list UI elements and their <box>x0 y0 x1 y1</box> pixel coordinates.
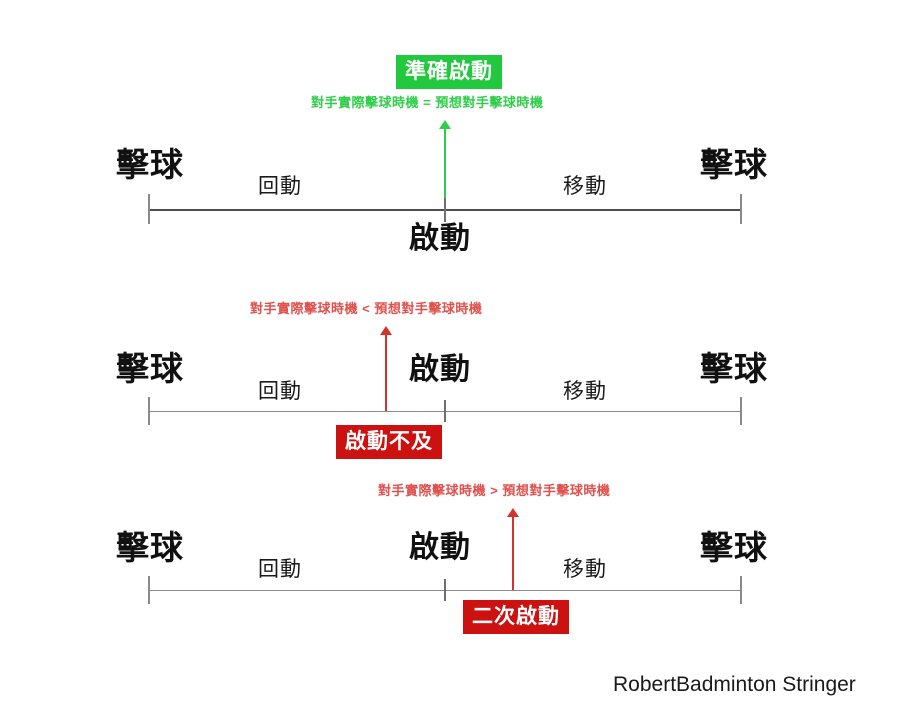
timeline-tick-center-1 <box>444 198 446 222</box>
arrow-shaft <box>385 333 387 411</box>
timeline-tick-start-3 <box>148 576 150 604</box>
section-correct-timing: 準確啟動 對手實際擊球時機 = 預想對手擊球時機 擊球 擊球 回動 移動 啟動 <box>0 0 900 270</box>
footer-credit: RobertBadminton Stringer <box>613 673 856 696</box>
label-start-3: 啟動 <box>409 531 471 564</box>
arrow-head-icon <box>439 120 451 129</box>
formula-second-start: 對手實際擊球時機 > 預想對手擊球時機 <box>378 483 611 498</box>
timeline-tick-center-3 <box>444 579 446 601</box>
formula-late-start: 對手實際擊球時機 < 預想對手擊球時機 <box>250 301 483 316</box>
timeline-tick-end-1 <box>740 194 742 224</box>
timeline-tick-end-2 <box>740 397 742 425</box>
timeline-tick-center-2 <box>444 400 446 422</box>
badge-late-start: 啟動不及 <box>336 425 442 459</box>
label-start-1: 啟動 <box>409 222 471 255</box>
label-phase-right-3: 移動 <box>563 558 607 581</box>
badge-second-start: 二次啟動 <box>463 600 569 634</box>
label-hit-right-3: 擊球 <box>700 529 768 566</box>
label-hit-left-3: 擊球 <box>116 529 184 566</box>
timeline-tick-end-3 <box>740 576 742 604</box>
section-late-start: 對手實際擊球時機 < 預想對手擊球時機 擊球 擊球 啟動 回動 移動 啟動不及 <box>116 301 768 459</box>
label-phase-left-1: 回動 <box>258 175 302 198</box>
arrow-shaft <box>444 127 446 210</box>
formula-correct-timing: 對手實際擊球時機 = 預想對手擊球時機 <box>311 95 544 110</box>
label-start-2: 啟動 <box>409 353 471 386</box>
label-hit-right-2: 擊球 <box>700 350 768 387</box>
arrow-head-icon <box>380 326 392 335</box>
section-second-start: 對手實際擊球時機 > 預想對手擊球時機 擊球 擊球 啟動 回動 移動 二次啟動 <box>116 483 768 634</box>
arrow-head-icon <box>507 508 519 517</box>
label-phase-left-3: 回動 <box>258 558 302 581</box>
badge-correct-timing: 準確啟動 <box>396 55 502 89</box>
label-phase-right-1: 移動 <box>563 175 607 198</box>
arrow-up-second-start <box>507 508 519 591</box>
timeline-tick-start-1 <box>148 194 150 224</box>
label-hit-left-2: 擊球 <box>116 350 184 387</box>
label-phase-left-2: 回動 <box>258 380 302 403</box>
label-hit-right-1: 擊球 <box>700 146 768 183</box>
arrow-shaft <box>512 515 514 591</box>
arrow-up-correct-timing <box>439 120 451 210</box>
arrow-up-late-start <box>380 326 392 411</box>
label-phase-right-2: 移動 <box>563 380 607 403</box>
timeline-tick-start-2 <box>148 397 150 425</box>
label-hit-left-1: 擊球 <box>116 146 184 183</box>
